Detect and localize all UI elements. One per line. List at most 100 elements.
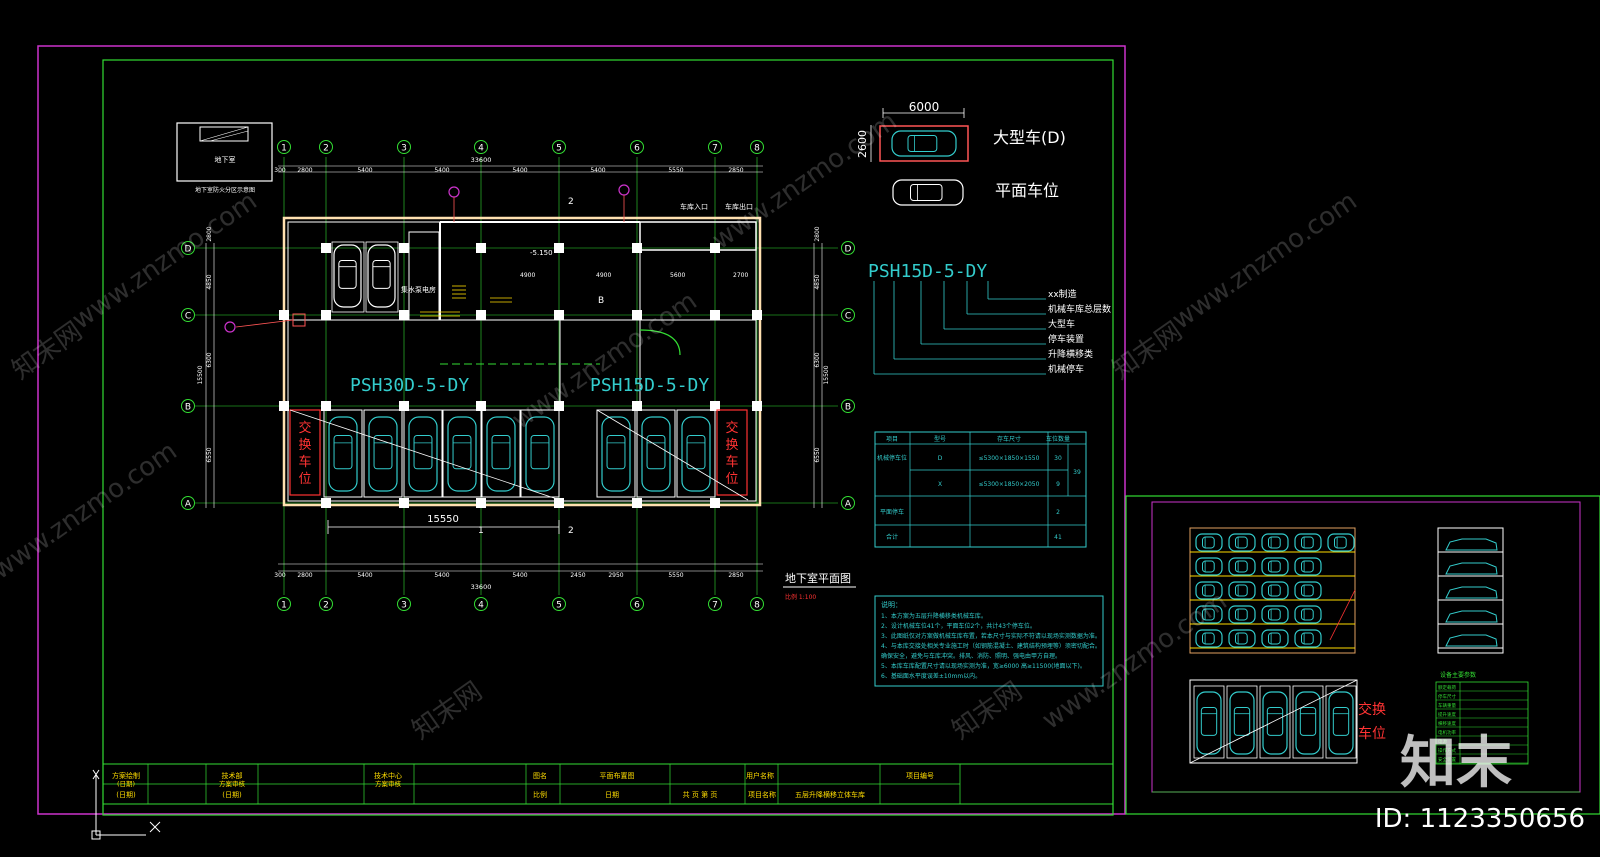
column [710, 401, 720, 411]
site-key-plan: 地下室 地下室防火分区示意图 [176, 122, 273, 194]
axis-label-3: 3 [401, 144, 407, 154]
column [321, 498, 331, 508]
plan-bay-4 [1325, 685, 1357, 759]
plan-car-0 [1196, 691, 1222, 755]
tb-r1-0: 方案绘制 [112, 771, 140, 780]
parking-car-left-3 [447, 416, 477, 492]
note-line-3: 4、与本库交接处相关专业施工时（如钢筋混凝土、建筑结构预埋等）须密切配合。 [881, 642, 1101, 650]
inner-dim-1: 4900 [520, 272, 535, 279]
code-item-2: 大型车 [1048, 318, 1075, 330]
dim-bottom-2: 5400 [434, 572, 449, 579]
inner-border [102, 59, 1114, 816]
tb-r1b-0: (日期) [117, 780, 135, 788]
axis-label-1: 1 [281, 144, 287, 154]
axis-label-4: 4 [478, 144, 484, 154]
dim-top-overall: 33600 [471, 156, 492, 164]
rack-car-4-1 [1228, 629, 1256, 648]
column [752, 310, 762, 320]
code-item-1: 机械车库总层数 [1048, 303, 1111, 315]
dim-right-0: 2800 [814, 226, 821, 241]
rack-car-4-0 [1195, 629, 1223, 648]
tb-r2-6: 五层升降横移立体车库 [795, 790, 865, 799]
parking-bay-left-1 [363, 409, 403, 498]
exchange-char: 交 [725, 420, 738, 436]
axis-label-D: D [845, 245, 852, 255]
axis-bubble-D-left [181, 241, 195, 255]
tb-r2-1: (日期) [222, 791, 242, 799]
watermark-text-1: www.znzmo.com [67, 186, 263, 336]
car-body [328, 416, 358, 492]
table-header-3: 车位数量 [1046, 435, 1070, 443]
dim-bottom-1: 5400 [357, 572, 372, 579]
car-cabin [1233, 707, 1251, 736]
column [554, 243, 564, 253]
parking-car-right-1 [641, 416, 671, 492]
exchange-bay [289, 409, 321, 496]
rack-car-4-3 [1294, 629, 1322, 648]
section-mark-alt: 1 [478, 526, 484, 536]
elevation-label: -5.150 [530, 249, 553, 257]
tb-r2-3: 日期 [605, 791, 619, 799]
outer-frame [37, 45, 1126, 815]
rack-car-2-0 [1195, 581, 1223, 600]
rack-car-1-3 [1294, 557, 1322, 576]
column [321, 401, 331, 411]
dim-right-1: 4850 [814, 274, 821, 289]
car-body [333, 244, 362, 308]
car-cabin [491, 435, 511, 470]
car-cabin [1235, 608, 1248, 621]
parking-car-left-0 [328, 416, 358, 492]
spec-label-5: 电机功率 [1438, 729, 1456, 736]
dim-bottom-3: 5400 [512, 572, 527, 579]
plan-car-4 [1328, 691, 1354, 755]
car-cabin [910, 184, 943, 201]
table-header-0: 项目 [886, 436, 898, 443]
model-code-text: PSH15D-5-DY [868, 261, 987, 282]
table-cell-1-3: 9 [1056, 481, 1060, 488]
axis-label-3: 3 [401, 601, 407, 611]
table-merged-total: 39 [1073, 469, 1081, 476]
diag-left [289, 409, 561, 501]
ramp-entry-label: 车库入口 [680, 202, 708, 211]
plan-bay-0 [1193, 685, 1225, 759]
axis-label-5: 5 [556, 144, 562, 154]
axis-bubble-3-bottom [397, 597, 411, 611]
car-body [368, 416, 398, 492]
axis-label-2: 2 [323, 144, 329, 154]
exchange-char: 换 [725, 438, 738, 453]
car-body [367, 244, 396, 308]
axis-bubble-A-left [181, 496, 195, 510]
tb-r2-4: 共 页 第 页 [683, 790, 718, 799]
car-body [681, 416, 711, 492]
exchange-char: 交 [298, 420, 311, 436]
watermark-brand-1: 知末网 [7, 316, 88, 385]
side-car-3 [1445, 610, 1498, 623]
axis-label-1: 1 [281, 601, 287, 611]
inner-dim-4: 2700 [733, 272, 748, 279]
column [710, 310, 720, 320]
axis-bubble-C-left [181, 308, 195, 322]
table-cell-3-0: 合计 [886, 533, 898, 541]
note-line-1: 2、设计机械车位41个，平面车位2个，共计43个停车位。 [881, 622, 1036, 630]
column [632, 401, 642, 411]
table-header-1: 型号 [934, 435, 946, 443]
dim-bottom-5: 2950 [608, 572, 623, 579]
car-body [1196, 691, 1222, 755]
car-cabin [338, 260, 357, 289]
car-body [1228, 533, 1256, 552]
detail-rack-plan-view: 交换 车位 [1152, 679, 1580, 793]
car-body [1261, 629, 1289, 648]
column [321, 243, 331, 253]
table-cell-3-3: 41 [1054, 534, 1062, 541]
note-line-0: 1、本方案为五层升降横移类机械车库。 [881, 612, 987, 620]
car-body [1228, 581, 1256, 600]
car-cabin [372, 260, 391, 289]
flat-car-1 [367, 244, 396, 308]
axis-label-6: 6 [634, 144, 640, 154]
axis-bubble-3-top [397, 140, 411, 154]
table-cell-2-3: 2 [1056, 509, 1060, 516]
model-label-left: PSH30D-5-DY [350, 375, 469, 396]
parking-bay-left-4 [481, 409, 521, 498]
